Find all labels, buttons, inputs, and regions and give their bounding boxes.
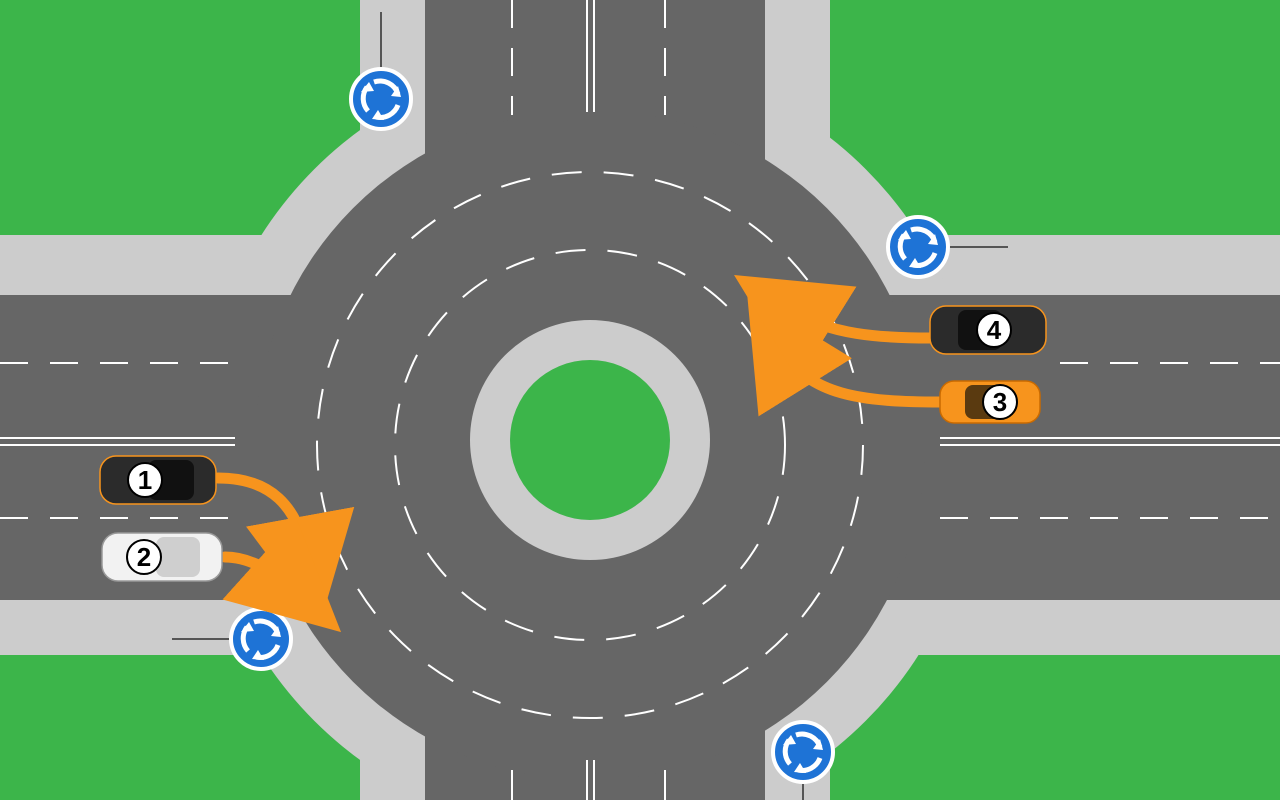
- outer-ring-marking: [316, 171, 864, 719]
- car-3-label: 3: [993, 387, 1007, 417]
- car-1-label: 1: [138, 465, 152, 495]
- car-2: 2: [101, 532, 223, 582]
- path-arrows: [212, 275, 946, 633]
- sign-posts: [172, 12, 1008, 800]
- central-island-grass: [510, 360, 670, 520]
- car-4-path-arrow: [734, 275, 936, 380]
- roundabout-sign-icon: [351, 69, 411, 129]
- roundabout-sign-icon: [888, 217, 948, 277]
- car-2-label: 2: [137, 542, 151, 572]
- car-2-path-arrow: [219, 517, 342, 633]
- car-4-label: 4: [987, 315, 1002, 345]
- car-4: 4: [929, 305, 1047, 355]
- car-1: 1: [99, 455, 217, 505]
- roundabout-sign-icon: [773, 722, 833, 782]
- roundabout-sign-icon: [231, 609, 291, 669]
- inner-ring-marking: [394, 249, 786, 641]
- car-3: 3: [939, 380, 1041, 424]
